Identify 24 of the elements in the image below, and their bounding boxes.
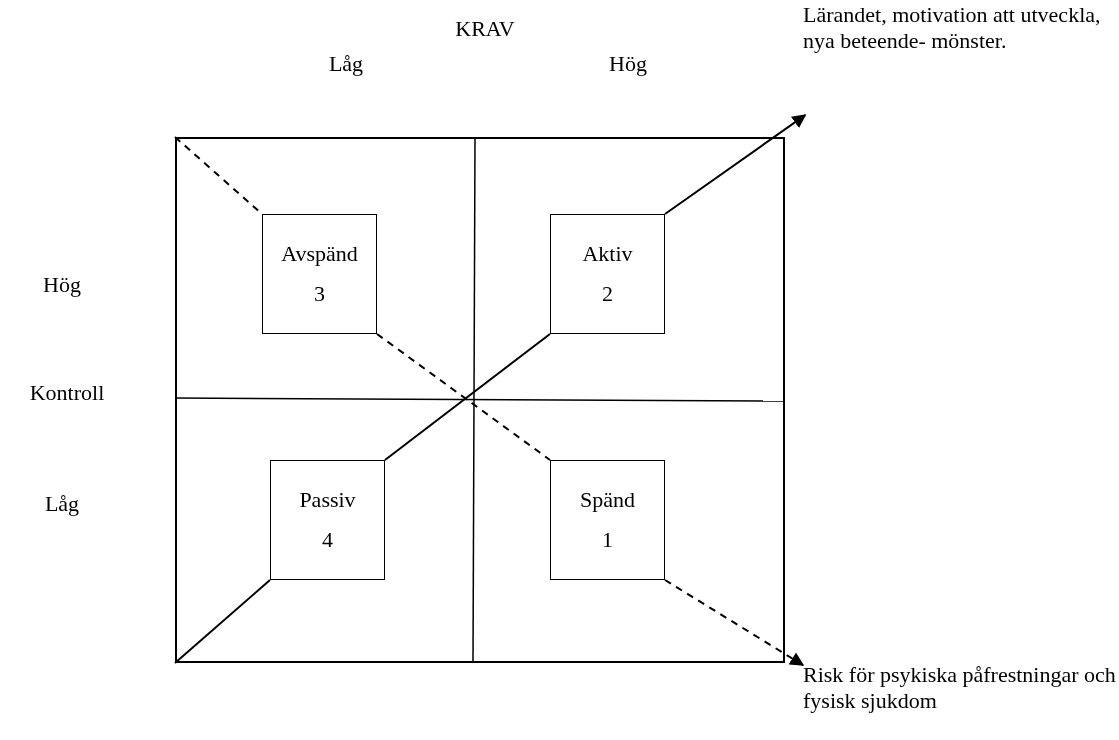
quadrant-title: Spänd	[580, 489, 635, 511]
quadrant-number: 4	[322, 529, 333, 551]
quadrant-number: 1	[602, 529, 613, 551]
grid-square	[175, 137, 785, 663]
axis-label: Hög	[43, 272, 81, 298]
connector-line	[174, 579, 271, 664]
arrow	[664, 114, 807, 215]
quadrant-title: Aktiv	[582, 243, 633, 265]
quadrant-title: Passiv	[299, 489, 356, 511]
axis-label: Kontroll	[29, 380, 105, 406]
axis-label: Låg	[44, 491, 80, 517]
quadrant-number: 3	[314, 283, 325, 305]
quadrant-title: Avspänd	[281, 243, 358, 265]
quadrant-box	[550, 460, 665, 580]
quadrant-box	[550, 214, 665, 334]
outcome-note: Risk för psykiska påfrestningar och fysisk sjukdom	[803, 662, 1119, 714]
quadrant-number: 2	[602, 283, 613, 305]
axis-label: KRAV	[455, 16, 515, 42]
axis-label: Hög	[609, 51, 647, 77]
quadrant-box	[270, 460, 385, 580]
arrow	[664, 579, 805, 667]
outcome-note: Lärandet, motivation att utveckla, nya beteende- mönster.	[803, 2, 1119, 54]
quadrant-box	[262, 214, 377, 334]
axis-label: Låg	[328, 51, 364, 77]
